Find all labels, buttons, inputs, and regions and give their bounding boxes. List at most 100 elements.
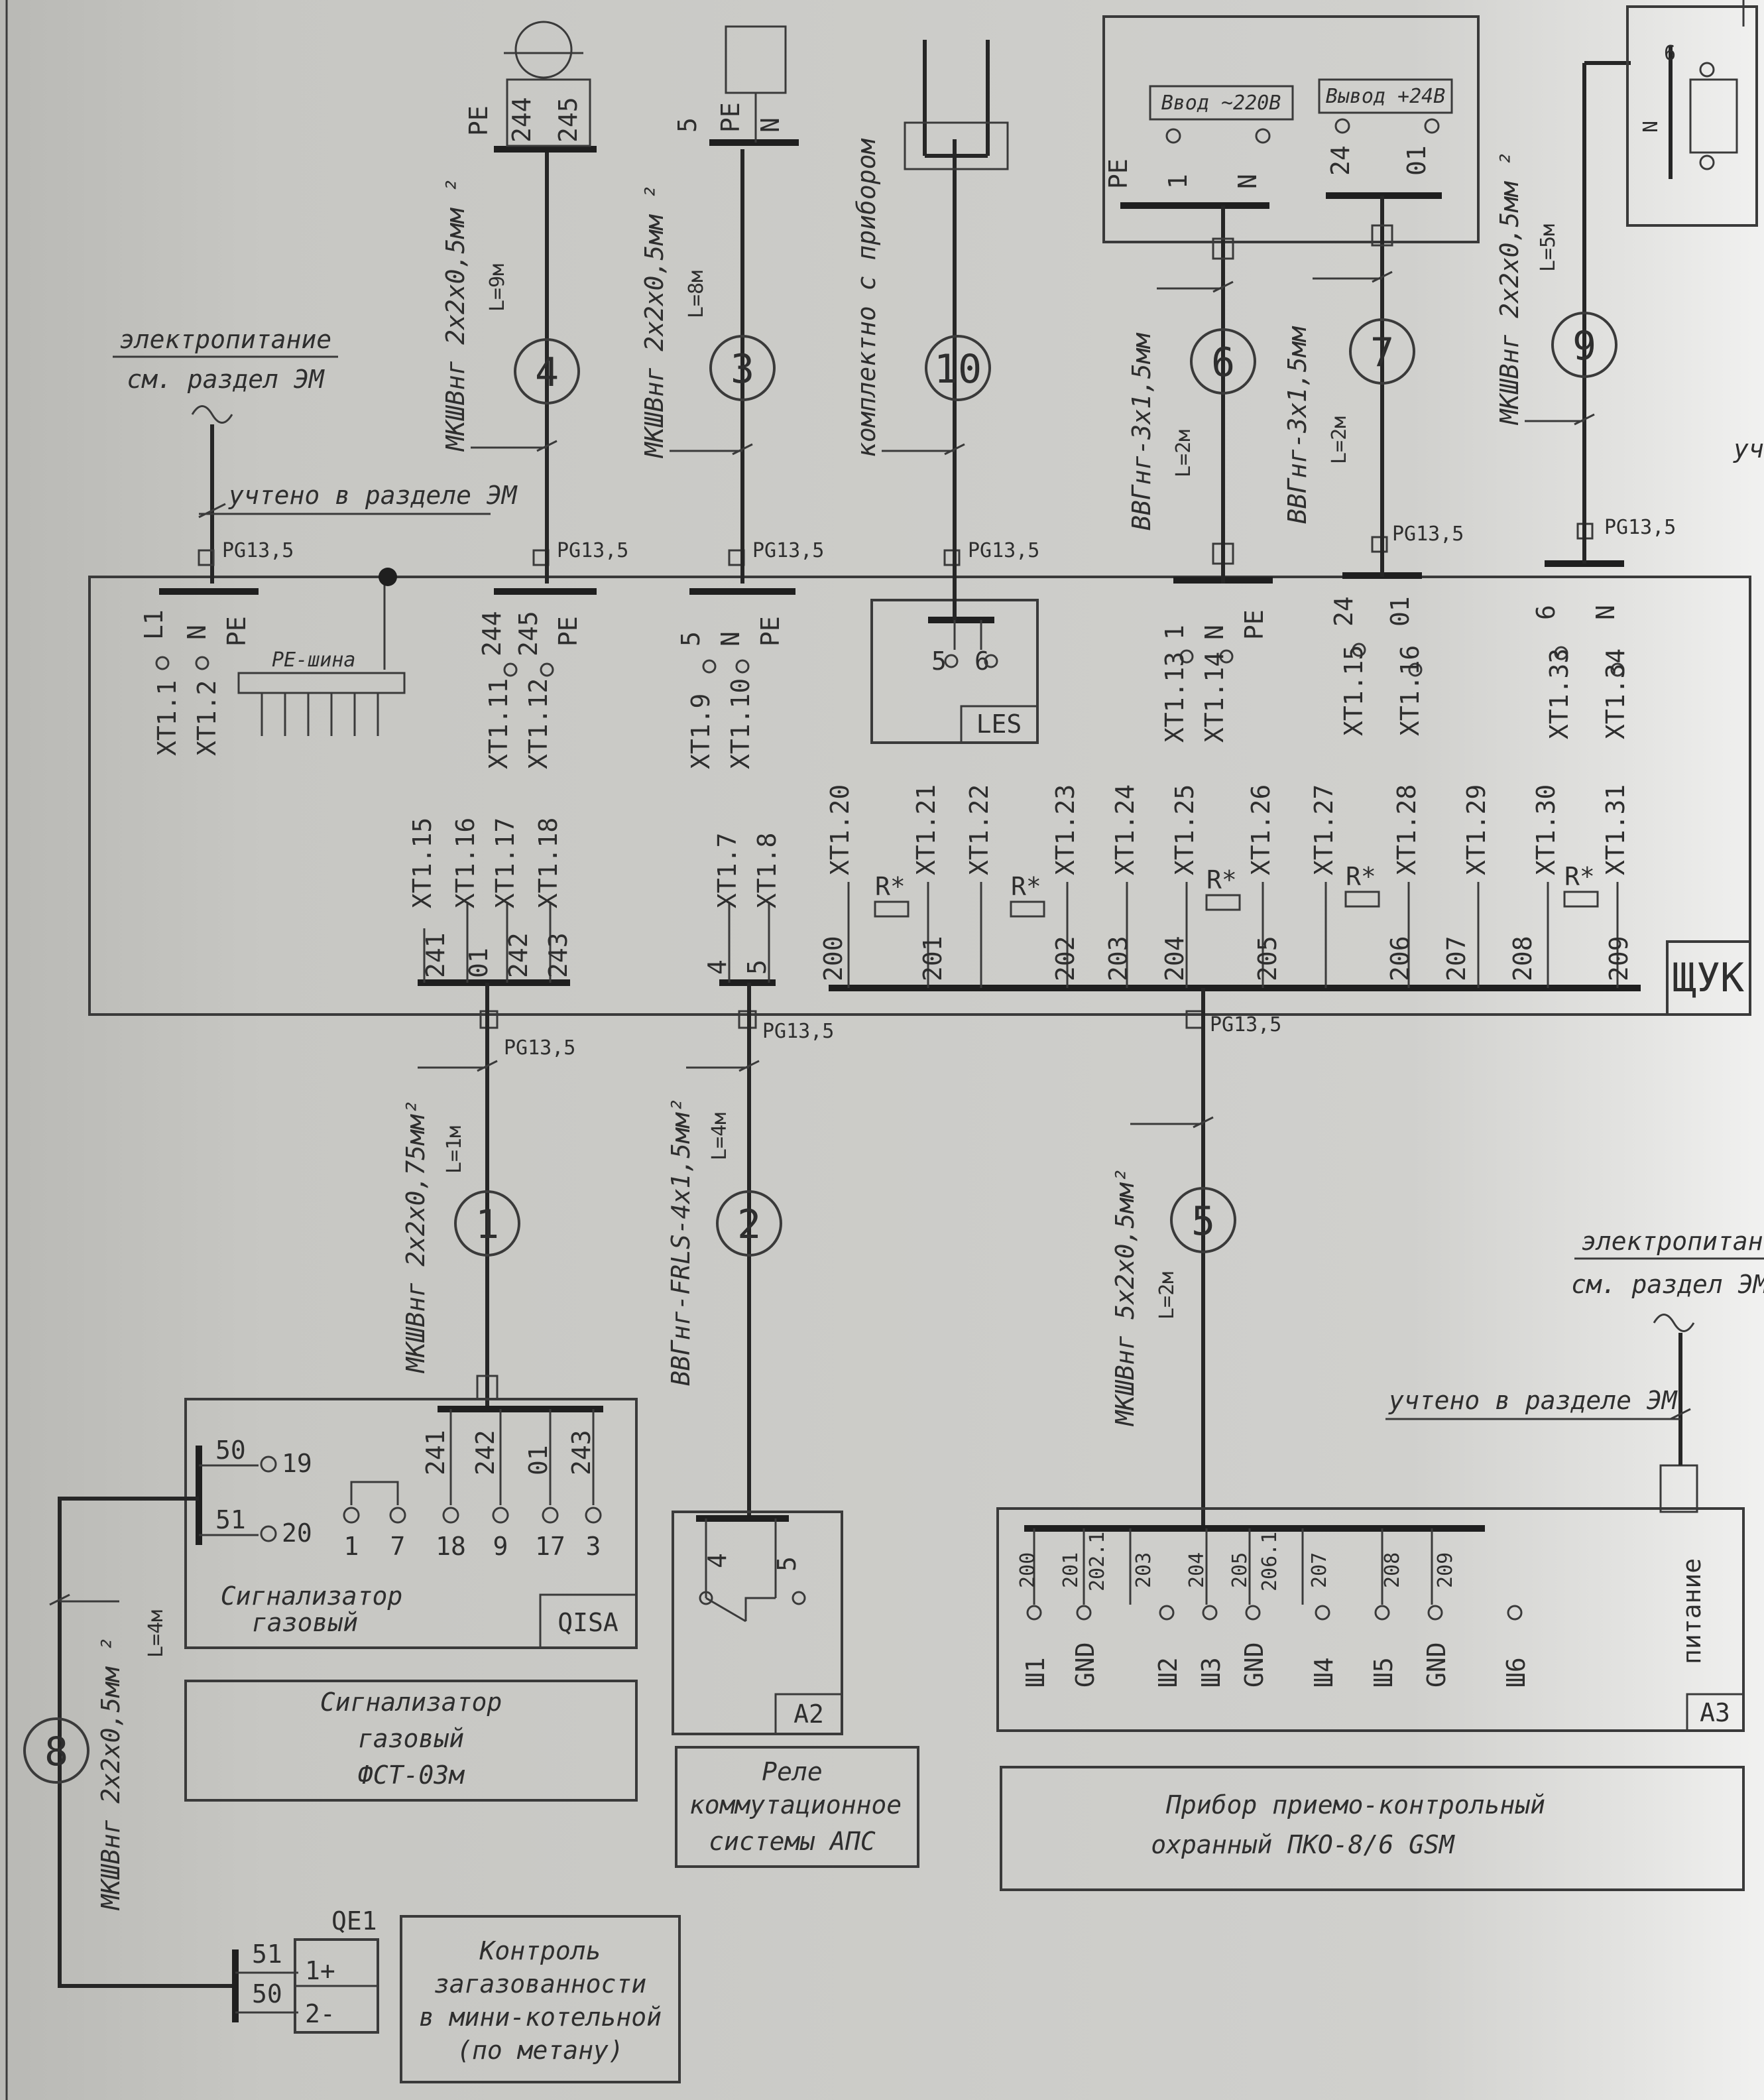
in220-pin: PE xyxy=(1104,158,1133,189)
terminal-screw xyxy=(1427,1605,1443,1621)
resistor-label: R* xyxy=(1206,865,1237,895)
cable-4-length: L=9м xyxy=(486,264,509,312)
d4-pin: PE xyxy=(464,105,493,136)
gland-label: PG13,5 xyxy=(1392,523,1464,546)
wire-number: 01 xyxy=(464,948,493,978)
xt-label: XT1.26 xyxy=(1246,784,1275,875)
cable-tick xyxy=(732,443,753,456)
cable-2-number: 2 xyxy=(737,1202,761,1248)
cable-1-marker xyxy=(454,1190,520,1257)
cable-10-spec: комплектно с прибором xyxy=(852,138,881,458)
g5-pin: 1 xyxy=(1160,625,1189,640)
in220-pin: N xyxy=(1233,174,1262,189)
xt-label: XT1.17 xyxy=(491,818,520,908)
a2-pin: 5 xyxy=(772,1556,801,1572)
a3-pin: GND xyxy=(1071,1642,1100,1688)
wire-number: 243 xyxy=(544,932,573,978)
a3-power-label: питание xyxy=(1677,1558,1706,1664)
gland xyxy=(1212,237,1234,260)
a3-tag: A3 xyxy=(1700,1698,1730,1727)
cable-tick xyxy=(49,1593,70,1606)
cable-tick xyxy=(1670,1408,1691,1420)
pe-bus-bar xyxy=(237,672,406,694)
a2-desc1: Реле xyxy=(762,1757,823,1786)
g5-pin: PE xyxy=(1240,609,1269,640)
qisa-desc-box xyxy=(184,1680,638,1802)
terminal-screw xyxy=(1255,128,1271,144)
wire-number: 200 xyxy=(819,936,848,981)
terminal-screw xyxy=(442,1507,459,1524)
terminal-screw xyxy=(260,1525,277,1542)
cable-8-spec: МКШВнг 2х2х0,5мм ² xyxy=(96,1637,125,1911)
in220-label: Ввод ~220В xyxy=(1161,92,1281,115)
qisa-pin: 17 xyxy=(535,1532,565,1561)
pe-bus-label: PE-шина xyxy=(272,649,355,672)
xt-label: XT1.11 xyxy=(484,678,513,769)
panel-tag: ЩУК xyxy=(1673,955,1744,1001)
power-tilde-symbol xyxy=(1653,1314,1695,1332)
a3-device xyxy=(996,1507,1745,1732)
cable-9-spec: МКШВнг 2х2х0,5мм ² xyxy=(1495,151,1524,426)
qisa-wire: 241 xyxy=(421,1430,450,1475)
g2-pin: 245 xyxy=(514,611,543,656)
gland-label: PG13,5 xyxy=(504,1036,575,1060)
qe1-pin: 2- xyxy=(305,1999,335,2028)
gland-group-top: PG13,5 PG13,5 PG13,5 PG13,5 PG13,5 PG13,… xyxy=(198,516,1676,566)
terminal-screw xyxy=(1610,662,1625,677)
xt-label: XT1.15 xyxy=(1339,645,1368,736)
terminal-screw xyxy=(389,1507,406,1524)
cable-5-length: L=2м xyxy=(1155,1272,1179,1320)
a3-pin: Ш5 xyxy=(1369,1657,1398,1688)
a2-desc3: системы АПС xyxy=(709,1827,876,1856)
power-note-right-line2: см. раздел ЭМ xyxy=(1571,1270,1764,1299)
terminal-screw xyxy=(1245,1605,1261,1621)
edge-fragment-note: уч xyxy=(1733,434,1764,463)
terminal-screw xyxy=(699,1591,713,1605)
les-pin: 6 xyxy=(974,647,990,676)
a3-desc2: охранный ПКО-8/6 GSM xyxy=(1151,1830,1455,1859)
a3-tag-box xyxy=(1686,1693,1745,1732)
qe1-desc4: (по метану) xyxy=(457,2036,624,2065)
g2-pin: 244 xyxy=(477,611,506,656)
power-note-line1: электропитание xyxy=(119,325,331,354)
terminal-screw xyxy=(1408,662,1423,677)
cable-3-number: 3 xyxy=(731,346,754,393)
wire-number: 204 xyxy=(1160,936,1189,981)
xt-label: XT1.28 xyxy=(1392,784,1421,875)
d9-coil xyxy=(1689,78,1738,154)
terminal-screw xyxy=(1076,1605,1092,1621)
power-tilde-symbol xyxy=(191,405,233,424)
xt-label: XT1.25 xyxy=(1170,784,1199,875)
xt-label: XT1.10 xyxy=(726,678,755,769)
cable-9-number: 9 xyxy=(1572,323,1596,369)
cable-8-marker xyxy=(23,1717,89,1784)
terminal-screw xyxy=(195,656,209,670)
d3-pin: N xyxy=(756,117,785,133)
a3-pins: Ш1 GND Ш2 Ш3 GND Ш4 Ш5 GND Ш6 xyxy=(1021,1605,1531,1688)
d3-pin: PE xyxy=(716,102,745,133)
xt-label: XT1.21 xyxy=(911,784,941,875)
cable-9-length: L=5м xyxy=(1537,224,1560,272)
a2-tag: A2 xyxy=(794,1699,824,1729)
gland-label: PG13,5 xyxy=(1210,1013,1281,1036)
qe1-desc-box xyxy=(400,1915,681,2083)
qisa-pin: 3 xyxy=(586,1532,601,1561)
power-supply-box xyxy=(1102,15,1480,243)
terminal-screw xyxy=(735,659,750,674)
terminal-screw xyxy=(503,662,518,677)
qisa-pin: 9 xyxy=(493,1532,508,1561)
cable-5-marker xyxy=(1170,1187,1236,1253)
cable-7-number: 7 xyxy=(1370,330,1394,376)
g3-pin: N xyxy=(716,631,745,647)
terminal-screw xyxy=(585,1507,602,1524)
a3-wire: 203 xyxy=(1132,1552,1155,1588)
wire-number: 205 xyxy=(1253,936,1282,981)
terminal-screw xyxy=(792,1591,806,1605)
cable-tick xyxy=(198,503,226,519)
qe1-wire: 51 xyxy=(252,1940,282,1969)
cable-tick xyxy=(1193,1116,1214,1129)
terminal-screw xyxy=(260,1455,277,1473)
cable-2-length: L=4м xyxy=(708,1113,731,1160)
wire-number: 207 xyxy=(1442,936,1471,981)
